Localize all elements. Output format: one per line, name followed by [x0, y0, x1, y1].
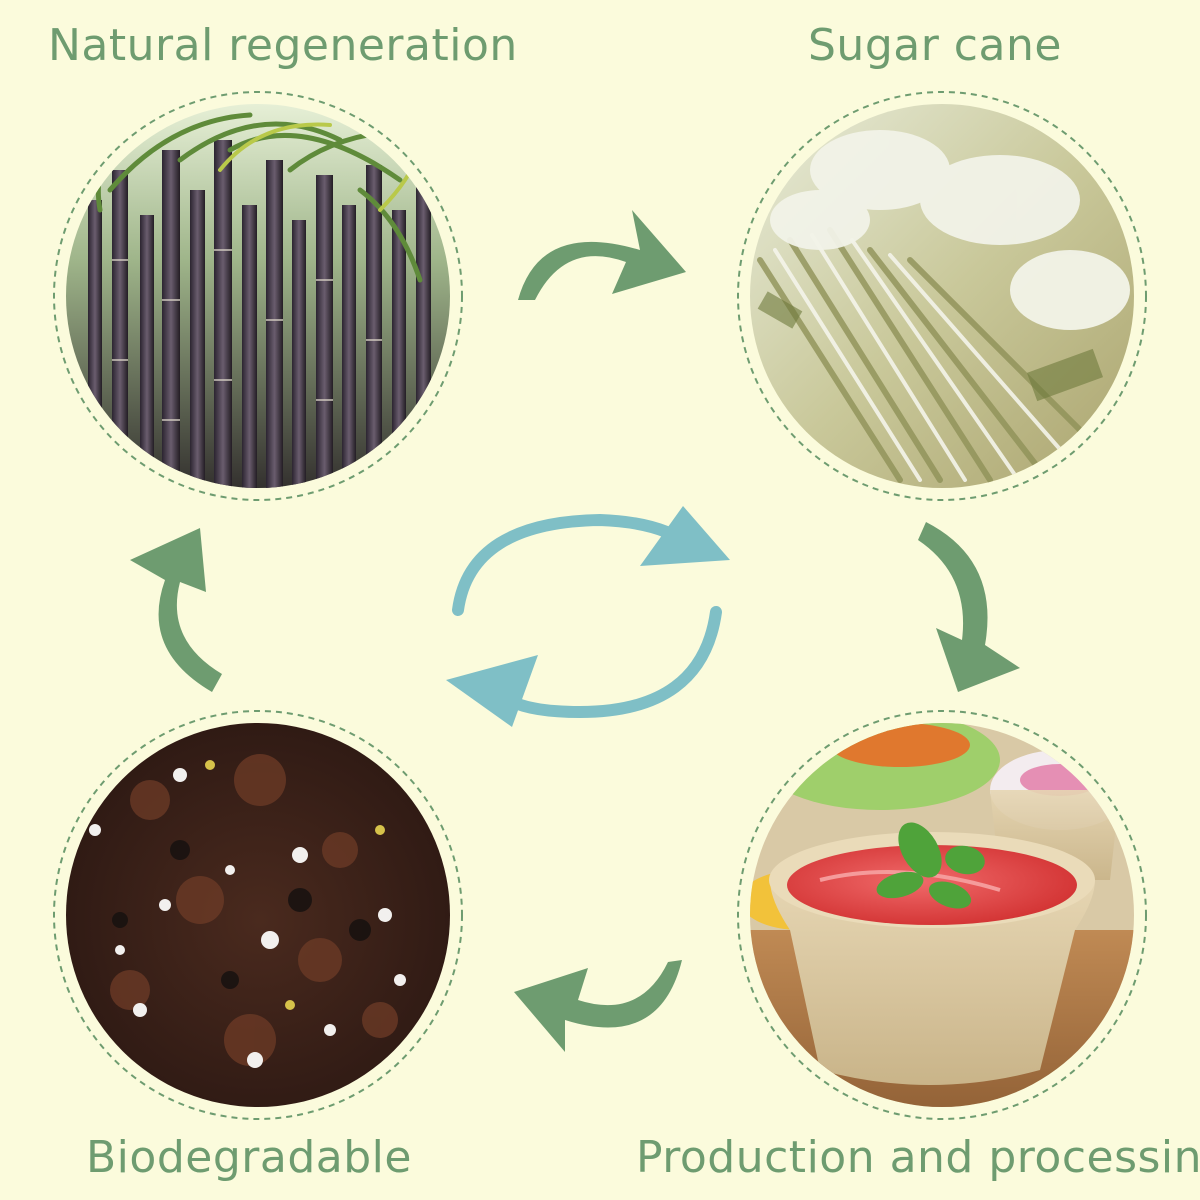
bagasse-sauce-cup-with-ketchup-photo: [750, 723, 1134, 1107]
dashed-ring: [737, 710, 1147, 1120]
curved-arrow-icon: [514, 960, 682, 1052]
dashed-ring: [53, 91, 463, 501]
compost-soil-photo: [66, 723, 450, 1107]
stage-label-sugar-cane: Sugar cane: [808, 20, 1062, 71]
stage-label-natural-regeneration: Natural regeneration: [48, 20, 518, 71]
curved-arrow-icon: [130, 528, 222, 692]
stage-label-biodegradable: Biodegradable: [86, 1132, 412, 1183]
dashed-ring: [53, 710, 463, 1120]
dashed-ring: [737, 91, 1147, 501]
recycle-arrows-icon: [446, 506, 730, 727]
sugarcane-stalks-photo: [66, 104, 450, 488]
curved-arrow-icon: [918, 522, 1020, 692]
sugarcane-bagasse-fiber-photo: [750, 104, 1134, 488]
curved-arrow-icon: [518, 210, 686, 300]
stage-label-production-and-processing: Production and processing: [636, 1132, 1200, 1183]
